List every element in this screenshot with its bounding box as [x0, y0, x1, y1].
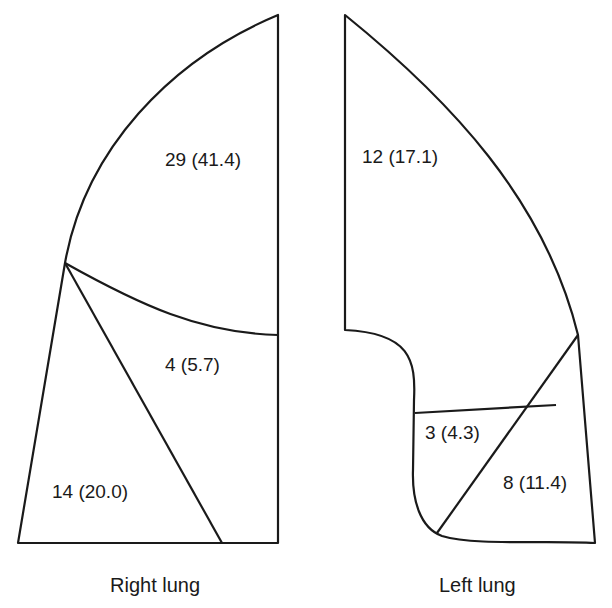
left-lung-outline	[345, 15, 595, 543]
left-lingula-fissure	[415, 405, 556, 413]
region-count: 29 (41.4)	[165, 150, 241, 171]
region-count: 3 (4.3)	[425, 423, 480, 444]
region-count: 4 (5.7)	[165, 355, 220, 376]
right-lung-outline	[18, 15, 278, 543]
region-count: 12 (17.1)	[362, 147, 438, 168]
lung-name: Left lung	[439, 574, 516, 596]
lung-name: Right lung	[110, 574, 200, 596]
right-horizontal-fissure	[65, 263, 278, 335]
region-count: 8 (11.4)	[503, 473, 567, 494]
region-count: 14 (20.0)	[52, 482, 128, 503]
